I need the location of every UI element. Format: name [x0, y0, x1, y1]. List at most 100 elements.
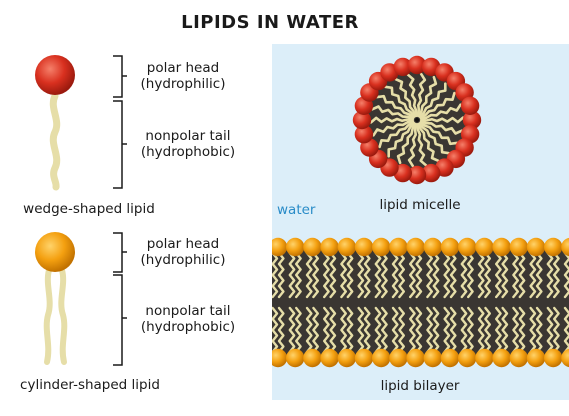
bilayer-top-head: [544, 237, 563, 257]
cylinder-tail-left: [43, 267, 53, 365]
bilayer-bottom-tail: [271, 306, 279, 354]
bilayer-top-tail: [501, 251, 509, 299]
bilayer-bottom-head: [337, 348, 356, 368]
diagram-title: LIPIDS IN WATER: [181, 12, 359, 33]
bilayer-top-tail: [380, 251, 388, 299]
bilayer-bottom-tail: [329, 306, 337, 354]
bilayer-bottom-tail: [277, 306, 285, 354]
bilayer-bottom-tail: [305, 306, 313, 354]
bilayer-bottom-head: [320, 348, 339, 368]
wedge-tail-label: nonpolar tail (hydrophobic): [128, 128, 248, 160]
bilayer-bottom-head: [354, 348, 374, 368]
bilayer-top-head: [389, 237, 408, 257]
micelle-head: [407, 55, 427, 75]
bilayer-top-tail: [563, 251, 569, 299]
bilayer-top-head: [509, 237, 528, 257]
cylinder-head: [35, 232, 75, 272]
lipid-micelle: [352, 55, 482, 185]
bilayer-top-tail: [494, 251, 502, 299]
bilayer-top-head: [337, 237, 356, 257]
bilayer-bottom-head: [406, 348, 425, 368]
bilayer-top-head: [268, 237, 288, 257]
micelle-tail: [394, 77, 417, 118]
bilayer-top-head: [440, 237, 460, 257]
bilayer-bottom-tail: [408, 306, 416, 354]
micelle-tail: [396, 122, 417, 165]
bilayer-top-tail: [535, 251, 543, 299]
bilayer-bottom-tail: [512, 306, 520, 354]
bilayer-top-tail: [415, 251, 423, 299]
micelle-tail: [420, 119, 464, 135]
wedge-head-bracket: [113, 55, 123, 98]
bilayer-bottom-head: [509, 348, 528, 368]
cylinder-tail-label: nonpolar tail (hydrophobic): [128, 303, 248, 335]
bilayer-bottom-tail: [363, 306, 371, 354]
bilayer-bottom-head: [303, 348, 322, 368]
bilayer-top-tail: [305, 251, 313, 299]
bilayer-top-tail: [432, 251, 440, 299]
bilayer-top-tail: [357, 251, 365, 299]
micelle-tail: [418, 121, 451, 155]
wedge-head: [35, 55, 75, 95]
bilayer-bottom-tail: [494, 306, 502, 354]
bilayer-top-tail: [374, 251, 382, 299]
bilayer-bottom-tail: [563, 306, 569, 354]
bilayer-caption: lipid bilayer: [380, 378, 460, 394]
micelle-tail: [372, 120, 415, 137]
wedge-caption: wedge-shaped lipid: [23, 201, 155, 217]
bilayer-top-tail: [398, 251, 406, 299]
micelle-head: [460, 96, 480, 115]
bilayer-bottom-tail: [426, 306, 434, 354]
bilayer-top-tail: [391, 251, 399, 299]
bilayer-top-head: [286, 237, 305, 257]
micelle-tail: [418, 82, 447, 118]
micelle-tail: [378, 121, 415, 149]
bilayer-top-tail: [288, 251, 296, 299]
cylinder-head-bracket: [113, 232, 123, 273]
bilayer-top-tail: [312, 251, 319, 299]
bilayer-top-tail: [271, 251, 279, 299]
bilayer-top-tail: [346, 251, 354, 299]
bilayer-top-head: [303, 237, 322, 257]
bilayer-bottom-head: [475, 348, 494, 368]
bilayer-top-head: [406, 237, 425, 257]
micelle-tail: [416, 123, 428, 167]
bilayer-top-head: [372, 237, 391, 257]
bilayer-top-tail: [277, 251, 285, 299]
cylinder-caption: cylinder-shaped lipid: [20, 377, 160, 393]
bilayer-bottom-tail: [518, 306, 526, 354]
micelle-tail: [383, 85, 416, 119]
wedge-head-label-line1: polar head: [146, 60, 220, 76]
micelle-tail: [416, 72, 427, 117]
micelle-tail: [419, 120, 459, 146]
micelle-head: [352, 110, 372, 130]
bilayer-bottom-tail: [295, 306, 302, 354]
bilayer-bottom-head: [440, 348, 460, 368]
bilayer-bottom-head: [561, 348, 569, 368]
bilayer-top-head: [458, 237, 477, 257]
cylinder-head-label-line2: (hydrophilic): [140, 252, 226, 268]
bilayer-top-tail: [443, 251, 451, 299]
bilayer-bottom-tail: [357, 306, 365, 354]
cylinder-tail-right: [58, 267, 68, 365]
bilayer-top-head: [561, 237, 569, 257]
micelle-head: [393, 57, 412, 77]
bilayer-top-tail: [529, 251, 537, 299]
wedge-tail-label-line2: (hydrophobic): [140, 144, 236, 160]
bilayer-top-tail: [426, 251, 434, 299]
bilayer-bottom-tail: [374, 306, 382, 354]
micelle-tail: [419, 91, 456, 119]
micelle-tail: [420, 116, 465, 124]
cylinder-brackets: [113, 232, 127, 366]
bilayer-top-tail: [512, 251, 520, 299]
bilayer-top-tail: [518, 251, 526, 299]
micelle-tail: [407, 123, 418, 168]
wedge-lipid-figure: [35, 55, 75, 191]
bilayer-bottom-head: [268, 348, 288, 368]
micelle-tail: [375, 94, 415, 120]
wedge-head-label-line2: (hydrophilic): [140, 76, 226, 92]
bilayer-bottom-head: [423, 348, 442, 368]
micelle-center: [415, 118, 419, 122]
bilayer-top-tail: [477, 251, 485, 299]
